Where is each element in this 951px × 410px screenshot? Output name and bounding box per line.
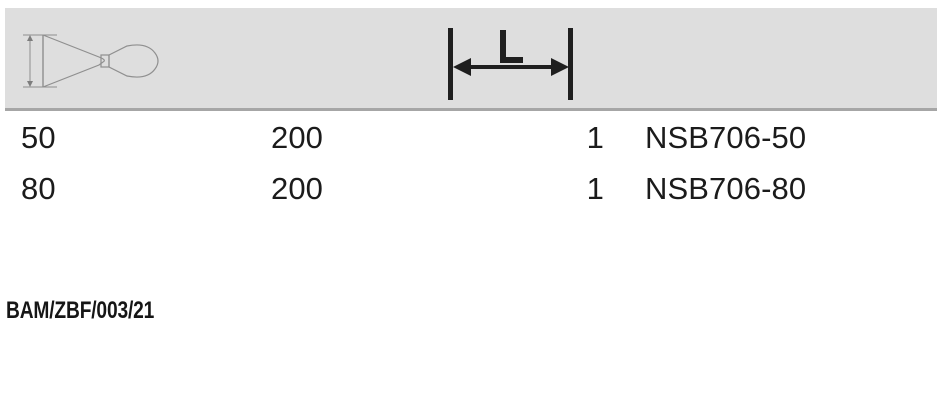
scraper-blade-width-icon	[15, 26, 175, 101]
cell-article-number: NSB706-80	[645, 171, 807, 206]
cell-blade-width: 80	[21, 171, 56, 206]
table-header-band	[5, 8, 937, 111]
header-cell-blade-width	[5, 8, 217, 108]
table-row[interactable]: 50 200 1 NSB706-50	[0, 112, 951, 163]
cell-length: 200	[271, 120, 324, 155]
document-reference-code: BAM/ZBF/003/21	[6, 297, 155, 324]
cell-article-number: NSB706-50	[645, 120, 807, 155]
cell-length: 200	[271, 171, 324, 206]
header-cell-pack-quantity	[517, 8, 637, 108]
table-body: 50 200 1 NSB706-50 80 200 1 NSB706-80	[0, 112, 951, 214]
cell-pack-quantity: 1	[586, 171, 604, 206]
length-dimension-icon	[439, 22, 589, 109]
table-row[interactable]: 80 200 1 NSB706-80	[0, 163, 951, 214]
header-cell-length	[217, 8, 573, 108]
cell-pack-quantity: 1	[586, 120, 604, 155]
header-cell-article-number	[637, 8, 937, 108]
cell-blade-width: 50	[21, 120, 56, 155]
